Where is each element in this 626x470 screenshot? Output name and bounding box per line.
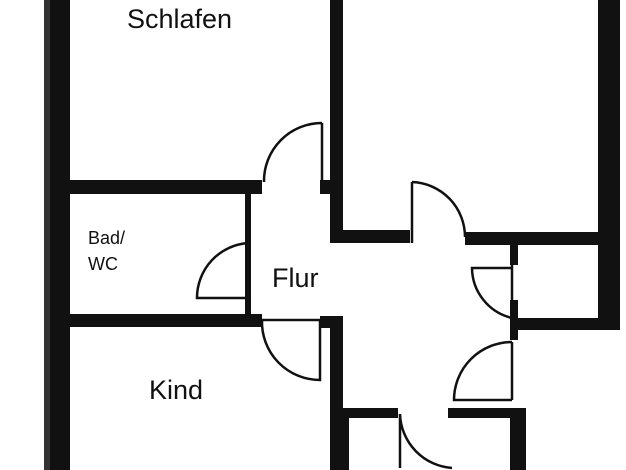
- room-label-kind: Kind: [149, 375, 204, 405]
- room-label-flur: Flur: [272, 263, 319, 293]
- doors: [195, 121, 514, 470]
- flur-right-wall-lower: [330, 316, 343, 470]
- door-schlafen: [262, 121, 324, 183]
- room-label-schlafen: Schlafen: [127, 4, 233, 34]
- door-lower-right: [452, 340, 514, 402]
- corridor-top-wall-right: [465, 232, 605, 245]
- bottom-room-right-wall: [510, 408, 526, 470]
- door-bad: [195, 241, 250, 300]
- room-label-bad: Bad/: [88, 228, 126, 248]
- schlafen-bottom-wall: [50, 180, 262, 194]
- door-wohnen: [410, 180, 467, 243]
- schlafen-bottom-wall-stub: [320, 180, 343, 194]
- bottom-room-top-wall-right: [448, 408, 523, 418]
- door-kind: [260, 318, 322, 382]
- left-outer-wall: [50, 0, 70, 470]
- right-outer-wall: [598, 0, 620, 330]
- corridor-top-wall-left: [330, 230, 410, 243]
- closet-left-wall-lower: [510, 300, 518, 340]
- bottom-room-left-inner: [343, 408, 349, 470]
- closet-bottom-wall: [510, 318, 620, 330]
- schlafen-right-wall: [330, 0, 343, 243]
- door-closet: [470, 265, 514, 320]
- room-label-wc: WC: [88, 254, 118, 274]
- bottom-room-top-wall-left: [343, 408, 398, 418]
- closet-left-wall: [510, 245, 518, 265]
- left-outer-wall-thin: [44, 0, 50, 470]
- kind-top-wall: [50, 314, 262, 327]
- door-bottom: [398, 413, 453, 470]
- flur-right-wall-upper-stub: [320, 316, 343, 328]
- walls: [44, 0, 620, 470]
